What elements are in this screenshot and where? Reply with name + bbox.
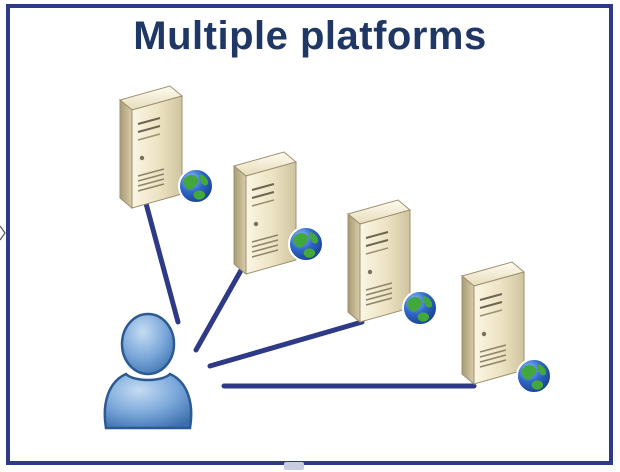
user-icon <box>103 312 193 430</box>
server-4 <box>461 261 552 394</box>
connector-lines <box>141 193 477 389</box>
edge-mark <box>284 462 304 470</box>
server-globe-icon <box>288 226 324 262</box>
server-globe-icon <box>402 290 438 326</box>
server-1 <box>119 85 214 209</box>
server-globe-icon <box>178 168 214 204</box>
server-3 <box>347 199 438 326</box>
connector-line <box>207 319 365 369</box>
connector-line <box>193 255 251 353</box>
diagram-title: Multiple platforms <box>133 14 487 58</box>
edge-mark <box>0 225 6 241</box>
connector-line <box>141 193 181 325</box>
server-globe-icon <box>516 358 552 394</box>
server-2 <box>233 151 324 275</box>
